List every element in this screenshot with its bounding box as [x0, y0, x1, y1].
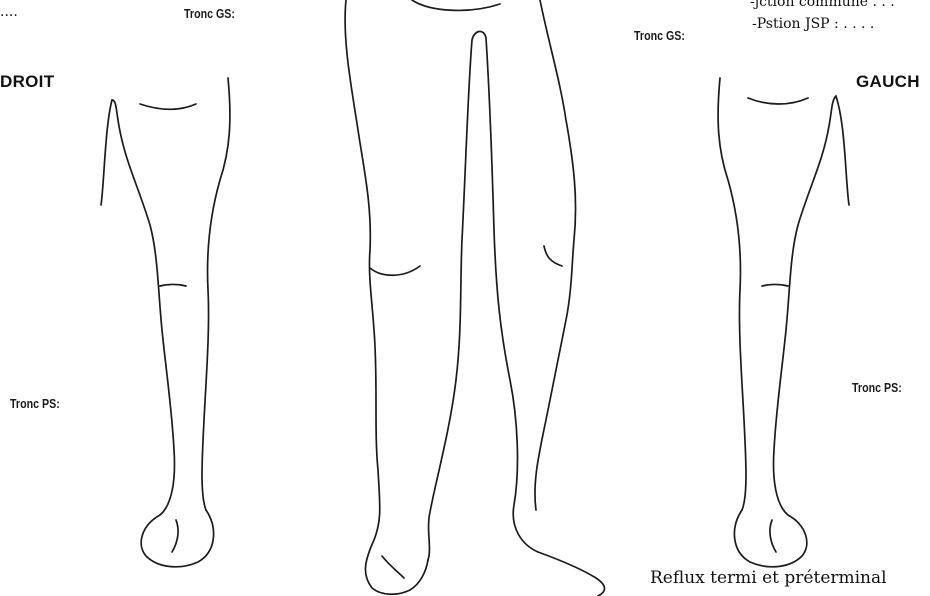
pstion-jsp-label: -Pstion JSP : . . . . [752, 16, 874, 32]
top-left-dots: .... [0, 4, 18, 20]
front-legs-outline [345, 0, 604, 596]
right-leg-outline [101, 78, 230, 567]
left-leg-outline [718, 78, 849, 567]
tronc-ps-right-label: Tronc PS: [852, 380, 902, 395]
tronc-gs-right-label: Tronc GS: [634, 28, 685, 43]
jction-commune-label: -jction commune . . . [750, 0, 895, 10]
tronc-gs-left-label: Tronc GS: [184, 6, 235, 21]
gauche-label: GAUCH [856, 72, 920, 92]
droit-label: DROIT [0, 72, 54, 92]
reflux-note: Reflux termi et préterminal [650, 568, 887, 588]
tronc-ps-left-label: Tronc PS: [10, 396, 60, 411]
